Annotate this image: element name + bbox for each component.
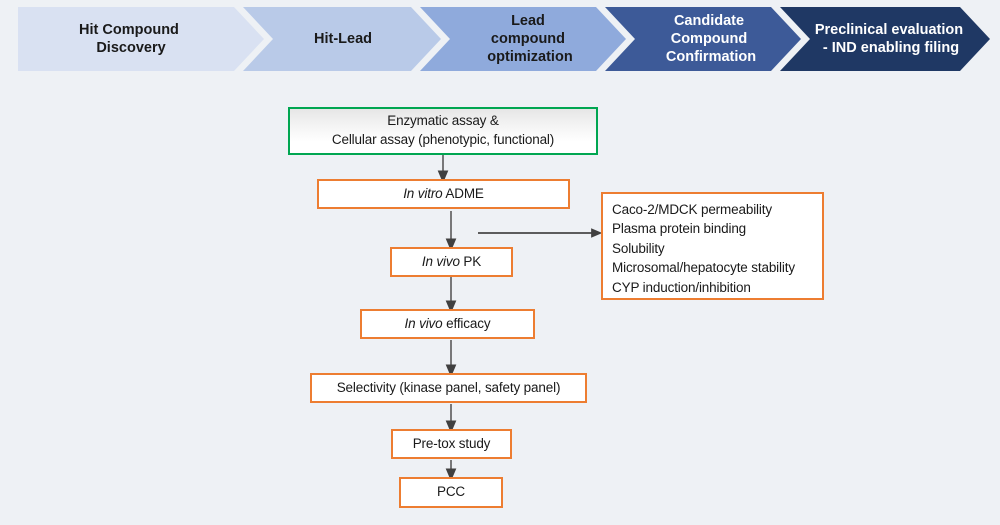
in-vivo-pk-node[interactable]: In vivo PK [390, 247, 513, 277]
adme-assay-detail-box[interactable]: Caco-2/MDCK permeability Plasma protein … [601, 192, 824, 300]
stage-chevron-3[interactable] [420, 7, 626, 71]
pre-tox-study-label: Pre-tox study [412, 435, 491, 451]
detail-item-cyp-induction: CYP induction/inhibition [612, 279, 751, 295]
in-vivo-efficacy-rest: efficacy [442, 315, 491, 331]
selectivity-node[interactable]: Selectivity (kinase panel, safety panel) [310, 373, 587, 403]
selectivity-node-label: Selectivity (kinase panel, safety panel) [336, 379, 561, 395]
detail-item-microsomal-stability: Microsomal/hepatocyte stability [612, 260, 795, 276]
stage-banner: Hit Compound Discovery Hit-Lead Lead com… [18, 7, 990, 71]
in-vivo-pk-rest: PK [459, 253, 482, 269]
stage-chevron-1[interactable] [18, 7, 264, 71]
in-vitro-adme-rest: ADME [442, 185, 484, 201]
in-vitro-adme-italic: In vitro [403, 185, 443, 201]
assay-node-line-2: Cellular assay (phenotypic, functional) [331, 132, 555, 147]
stage-chevron-5[interactable] [780, 7, 990, 71]
pcc-node[interactable]: PCC [399, 477, 503, 508]
detail-item-caco2: Caco-2/MDCK permeability [612, 202, 772, 217]
stage-chevron-2[interactable] [243, 7, 441, 71]
assay-node[interactable]: Enzymatic assay & Cellular assay (phenot… [288, 107, 598, 155]
detail-item-plasma-protein-binding: Plasma protein binding [612, 221, 747, 237]
stage-chevron-2-label: Hit-Lead [314, 31, 372, 47]
stage-chevron-4-label: Candidate Compound Confirmation [666, 13, 756, 65]
in-vivo-pk-italic: In vivo [421, 253, 460, 269]
pcc-label: PCC [436, 484, 466, 500]
stage-chevron-1-label: Hit Compound Discovery [79, 22, 183, 56]
stage-chevron-5-label: Preclinical evaluation - IND enabling fi… [815, 22, 967, 56]
stage-chevron-3-label: Lead compound optimization [487, 13, 572, 65]
pre-tox-study-node[interactable]: Pre-tox study [391, 429, 512, 459]
stage-chevron-4[interactable] [605, 7, 801, 71]
assay-node-line-1: Enzymatic assay & [387, 113, 499, 129]
in-vitro-adme-node[interactable]: In vitro ADME [317, 179, 570, 209]
detail-item-solubility: Solubility [612, 240, 665, 256]
in-vivo-efficacy-italic: In vivo [404, 315, 443, 331]
in-vivo-efficacy-node[interactable]: In vivo efficacy [360, 309, 535, 339]
